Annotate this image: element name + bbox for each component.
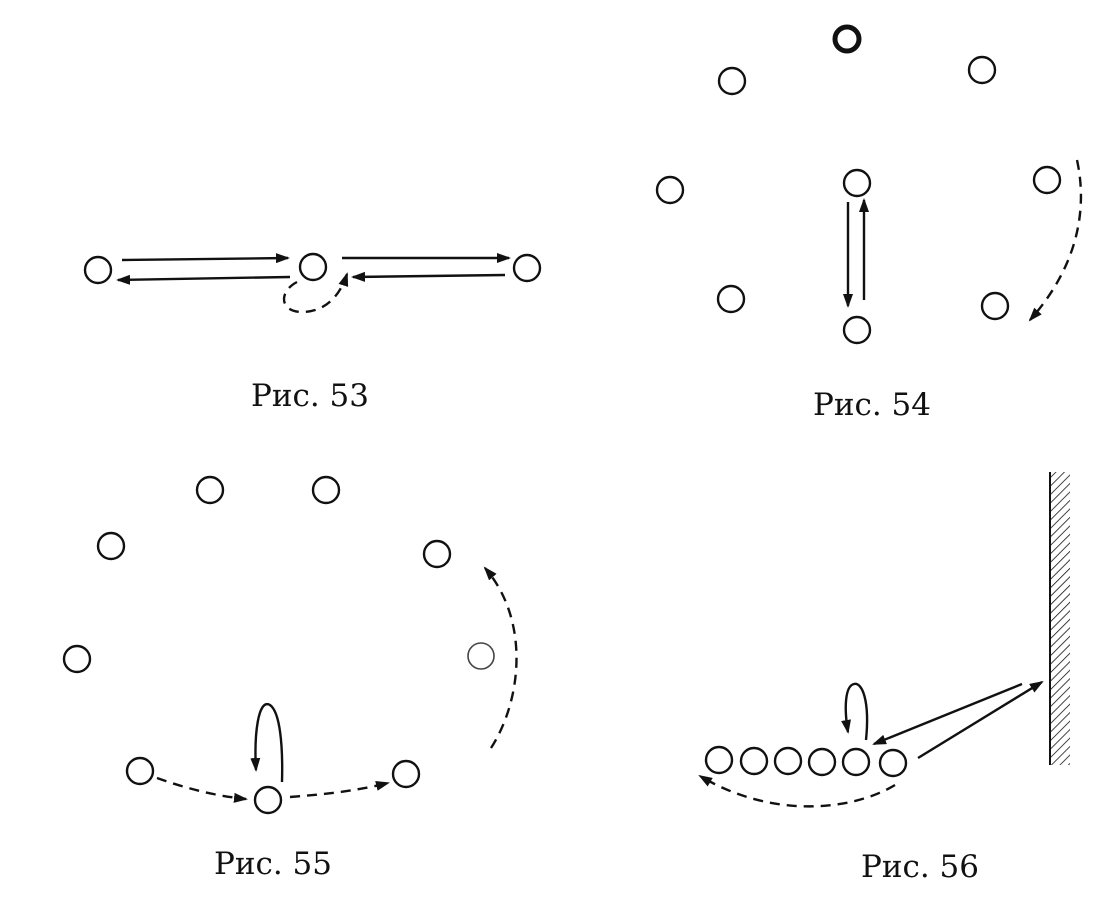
player-upper-right [422,539,452,569]
run-back-arrow [698,774,896,808]
player-line-2 [739,746,769,776]
player-right [467,642,495,670]
pass-arrow-center-to-left [116,274,291,285]
player-line-4 [807,747,837,777]
rebound-arrow-from-wall [872,682,1023,746]
run-arc-arrow [1028,159,1083,322]
player-center [298,252,328,282]
player-lower-right [980,291,1010,321]
player-right [1032,165,1062,195]
figure-53: Рис. 53 [83,252,542,414]
figure-caption: Рис. 54 [813,387,931,423]
player-line-6 [878,748,908,778]
pass-arrow-to-wall [917,680,1044,760]
player-left [62,644,92,674]
pass-arrow-right-to-center [351,271,506,282]
figure-55: Рис. 55 [62,475,518,882]
figure-54: Рис. 54 [655,24,1083,423]
player-left [655,175,685,205]
figure-caption: Рис. 53 [251,378,369,414]
player-upper-left [96,531,126,561]
player-bottom-center [253,785,283,815]
player-lower-left [716,284,746,314]
player-line-1 [704,745,734,775]
run-loop-arrow [282,272,349,314]
player-right [512,253,542,283]
player-top-left [195,475,225,505]
pass-arrow-left-to-center [121,253,290,264]
figure-56: Рис. 56 [698,472,1070,885]
run-arrow-to-center [156,776,248,803]
player-top-right [311,475,341,505]
wall-hatching [1050,472,1070,765]
figure-caption: Рис. 55 [214,846,332,882]
player-center-bottom [842,315,872,345]
figure-caption: Рис. 56 [861,849,979,885]
run-arrow-to-right [289,781,390,799]
player-center-top [842,168,872,198]
pass-loop-arrow [250,702,284,783]
pass-loop-arrow [841,682,869,741]
player-lower-right [391,759,421,789]
run-arc-arrow [483,566,518,749]
player-top [832,24,862,54]
player-left [83,255,113,285]
player-upper-right [967,55,997,85]
player-upper-left [717,66,747,96]
player-line-5 [841,747,871,777]
player-lower-left [125,756,155,786]
player-line-3 [773,746,803,776]
